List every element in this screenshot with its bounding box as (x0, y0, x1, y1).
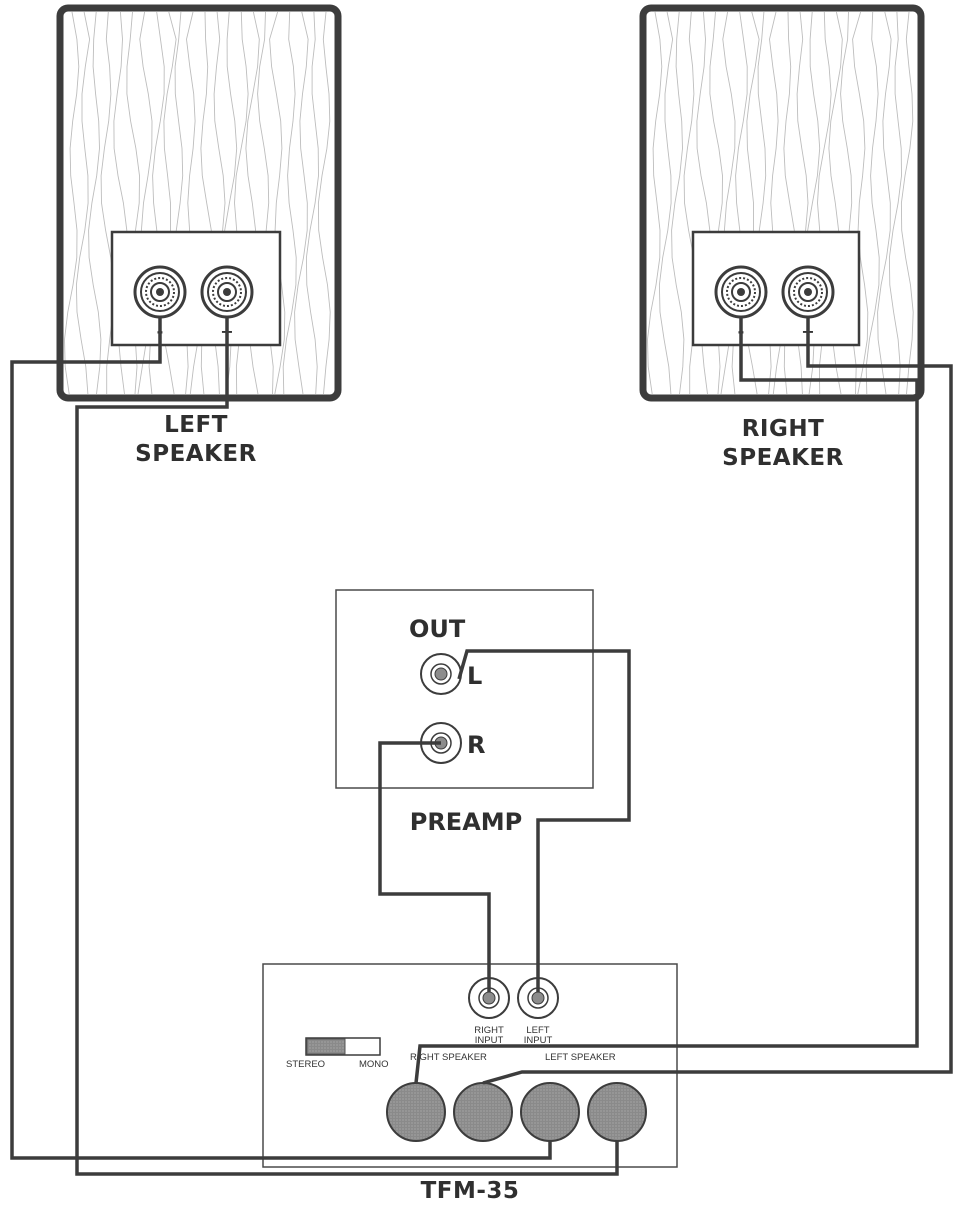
wood-grain-line (317, 11, 331, 395)
wood-grain-line (647, 11, 663, 395)
switch-mono-label: MONO (359, 1059, 389, 1070)
wood-grain-line (888, 11, 902, 395)
wood-grain-line (88, 11, 102, 395)
right-speaker-minus-terminal (714, 265, 768, 319)
amp-right-input-jack (468, 977, 510, 1019)
amp-right-input-label-line1: RIGHT (474, 1025, 504, 1036)
amp-right-speaker-minus-terminal (386, 1082, 446, 1142)
wood-grain-line (671, 11, 685, 395)
preamp-l-label: L (467, 662, 482, 690)
wire-right-speaker-plus (482, 317, 953, 1085)
preamp-out-label: OUT (409, 615, 466, 643)
preamp-name-label: PREAMP (410, 808, 523, 836)
amp-right-input-label-line2: INPUT (475, 1035, 504, 1046)
amp-left-input-label-line2: INPUT (524, 1035, 553, 1046)
wire-left-speaker-minus (10, 317, 552, 1160)
left-speaker-label-line1: LEFT (164, 412, 228, 438)
wood-grain-line (75, 11, 91, 395)
left-speaker-label-line2: SPEAKER (135, 441, 257, 467)
wire-preamp-l-to-left-input (457, 649, 631, 992)
switch-stereo-label: STEREO (286, 1059, 325, 1070)
wires (10, 317, 953, 1176)
amp-left-input-label-line1: LEFT (526, 1025, 549, 1036)
left-speaker: - + LEFT SPEAKER (56, 4, 342, 467)
wood-grain-line (658, 11, 674, 395)
wood-grain-line (64, 11, 80, 395)
amplifier: RIGHT INPUT LEFT INPUT STEREO MONO RIGHT… (262, 963, 678, 1204)
wood-grain-line (865, 11, 880, 395)
amp-left-input-jack (517, 977, 559, 1019)
preamp: OUT L R PREAMP (335, 589, 594, 836)
left-speaker-plus-terminal (200, 265, 254, 319)
wood-grain-line (900, 11, 914, 395)
right-speaker-label-line2: SPEAKER (722, 445, 844, 471)
wood-grain-line (305, 11, 319, 395)
left-speaker-minus-terminal (133, 265, 187, 319)
wood-grain-line (294, 11, 309, 395)
stereo-mono-switch[interactable] (305, 1037, 381, 1056)
amp-right-speaker-plus-terminal (453, 1082, 513, 1142)
amp-left-speaker-label: LEFT SPEAKER (545, 1052, 616, 1063)
preamp-r-label: R (467, 731, 485, 759)
amp-left-speaker-plus-terminal (587, 1082, 647, 1142)
wood-grain-line (852, 11, 869, 395)
amp-left-speaker-minus-terminal (520, 1082, 580, 1142)
switch-slider[interactable] (306, 1038, 346, 1055)
wire-right-speaker-minus (414, 317, 919, 1084)
right-speaker-label-line1: RIGHT (742, 416, 825, 442)
wire-preamp-r-to-right-input (378, 741, 491, 992)
right-speaker: - + RIGHT SPEAKER (639, 4, 925, 471)
preamp-l-jack (420, 653, 462, 695)
wire-left-speaker-plus (75, 317, 619, 1176)
wood-grain-line (877, 11, 892, 395)
amplifier-name-label: TFM-35 (421, 1178, 520, 1204)
amp-right-speaker-label: RIGHT SPEAKER (410, 1052, 487, 1063)
right-speaker-plus-terminal (781, 265, 835, 319)
wood-grain-line (282, 11, 297, 395)
wood-grain-line (269, 11, 286, 395)
